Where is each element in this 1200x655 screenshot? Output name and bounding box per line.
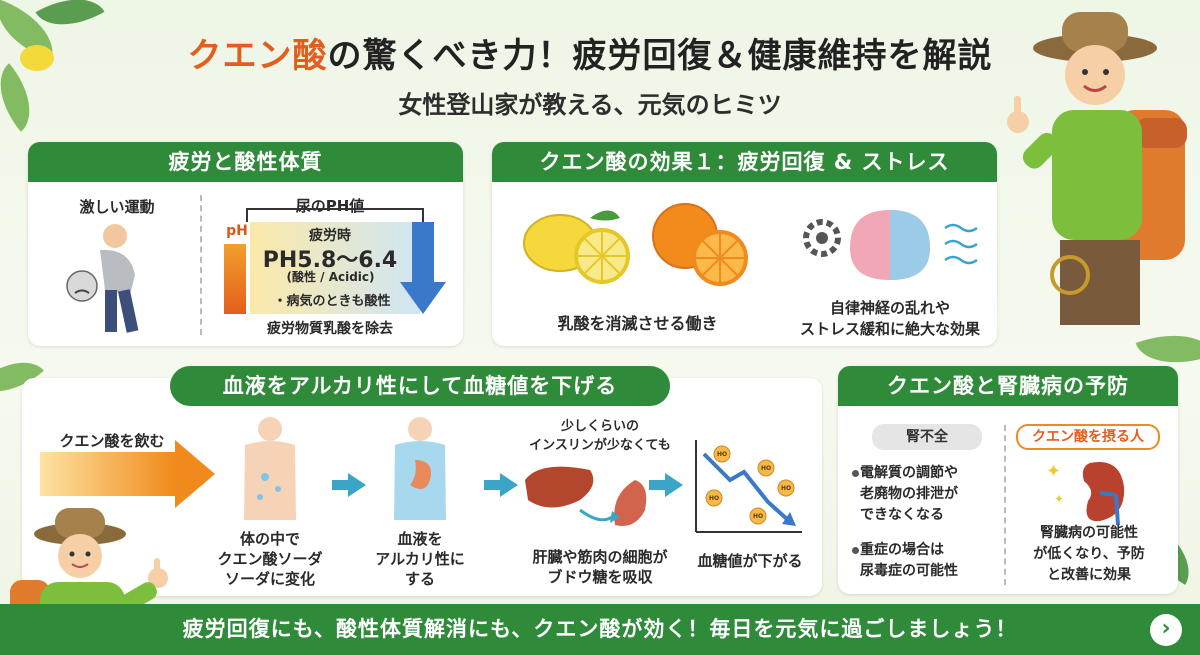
ho-label: HO (781, 485, 791, 492)
hiker-illustration (1007, 12, 1187, 325)
svg-text:✦: ✦ (1046, 461, 1061, 482)
flow-arrow-icon (484, 473, 518, 497)
divider (200, 195, 202, 335)
bullet-dot (852, 547, 859, 554)
failure-b1-line1: 電解質の調節や (860, 465, 958, 481)
tired-person-illustration (66, 224, 139, 333)
next-arrow-button[interactable]: › (1150, 614, 1182, 646)
fatigue-label: 疲労時 (309, 228, 351, 244)
failure-b2-line2: 尿毒症の可能性 (860, 563, 958, 579)
stomach-body-icon (394, 417, 446, 520)
flow-arrow-icon (649, 473, 683, 497)
drink-arrow (40, 452, 175, 496)
lemon-icon (523, 210, 630, 284)
citric-taker-tag: クエン酸を摂る人 (1016, 424, 1160, 450)
step1-line3: ソーダに変化 (224, 570, 315, 588)
remove-lactic-text: 疲労物質乳酸を除去 (267, 321, 393, 337)
page-title: クエン酸の驚くべき力！疲労回復＆健康維持を解説 (140, 28, 1040, 77)
ph-range-value: PH5.8〜6.4 (262, 248, 398, 273)
down-arrow-icon (400, 222, 446, 314)
acidic-label: (酸性 / Acidic) (286, 270, 375, 284)
page-subtitle: 女性登山家が教える、元気のヒミツ (398, 91, 782, 119)
urine-ph-label: 尿のPH値 (295, 197, 365, 215)
ph-gradient-bar (224, 244, 246, 314)
lemon-icon (20, 45, 54, 71)
leaf-decoration (0, 63, 48, 132)
blood-heading: 血液をアルカリ性にして血糖値を下げる (170, 366, 670, 406)
insulin-line1: 少しくらいの (560, 419, 639, 434)
kidney-failure-tag: 腎不全 (872, 424, 982, 450)
ph-label: pH (226, 223, 248, 239)
card-fatigue-heading: 疲労と酸性体質 (28, 142, 463, 182)
step3-line1: 肝臓や筋肉の細胞が (532, 548, 668, 566)
failure-b2-line1: 重症の場合は (860, 542, 944, 558)
title-accent: クエン酸 (187, 36, 328, 76)
illness-note: ・病気のときも酸性 (273, 294, 391, 309)
step2-line2: アルカリ性に (375, 550, 465, 568)
brain-gears-icon (803, 210, 978, 280)
insulin-line2: インスリンが少なくても (529, 438, 671, 453)
nerve-text-2: ストレス緩和に絶大な効果 (799, 320, 980, 338)
title-rest: の驚くべき力！疲労回復＆健康維持を解説 (327, 36, 993, 76)
bullet-dot (852, 470, 859, 477)
step1-line1: 体の中で (239, 530, 300, 548)
ph-gradient-panel (250, 222, 420, 314)
ho-label: HO (709, 495, 719, 502)
kidney-icon: ✦ ✦ (1046, 461, 1125, 526)
ph-bracket (246, 208, 424, 222)
card-effect-heading: クエン酸の効果１：疲労回復 & ストレス (492, 142, 997, 182)
ho-label: HO (717, 451, 727, 458)
liver-muscle-icon (525, 466, 647, 526)
lactic-acid-text: 乳酸を消滅させる働き (557, 314, 718, 333)
drink-arrow-head (175, 440, 215, 508)
body-silhouette-icon (244, 417, 296, 520)
failure-b1-line3: できなくなる (860, 507, 944, 523)
step2-line1: 血液を (397, 530, 443, 548)
step3-line2: ブドウ糖を吸収 (547, 568, 653, 586)
glucose-chart-icon: HO HO HO HO HO (695, 440, 802, 533)
exercise-label: 激しい運動 (79, 198, 155, 216)
drink-citric-label: クエン酸を飲む (59, 432, 165, 450)
svg-text:✦: ✦ (1054, 492, 1064, 506)
citric-r-line3: と改善に効果 (1047, 567, 1131, 583)
orange-icon (652, 203, 748, 286)
step4-text: 血糖値が下がる (697, 552, 803, 570)
footer-banner: 疲労回復にも、酸性体質解消にも、クエン酸が効く！毎日を元気に過ごしましょう！ (0, 604, 1200, 655)
ho-label: HO (761, 465, 771, 472)
failure-b1-line2: 老廃物の排泄が (860, 486, 958, 502)
ho-label: HO (753, 513, 763, 520)
step2-line3: する (404, 570, 435, 588)
nerve-text-1: 自律神経の乱れや (829, 299, 950, 317)
step1-line2: クエン酸ソーダ (217, 550, 323, 568)
citric-r-line2: が低くなり、予防 (1033, 546, 1145, 562)
kidney-heading: クエン酸と腎臓病の予防 (838, 366, 1178, 406)
flow-arrow-icon (332, 473, 366, 497)
citric-r-line1: 腎臓病の可能性 (1040, 525, 1138, 541)
kidney-divider (1004, 425, 1006, 585)
